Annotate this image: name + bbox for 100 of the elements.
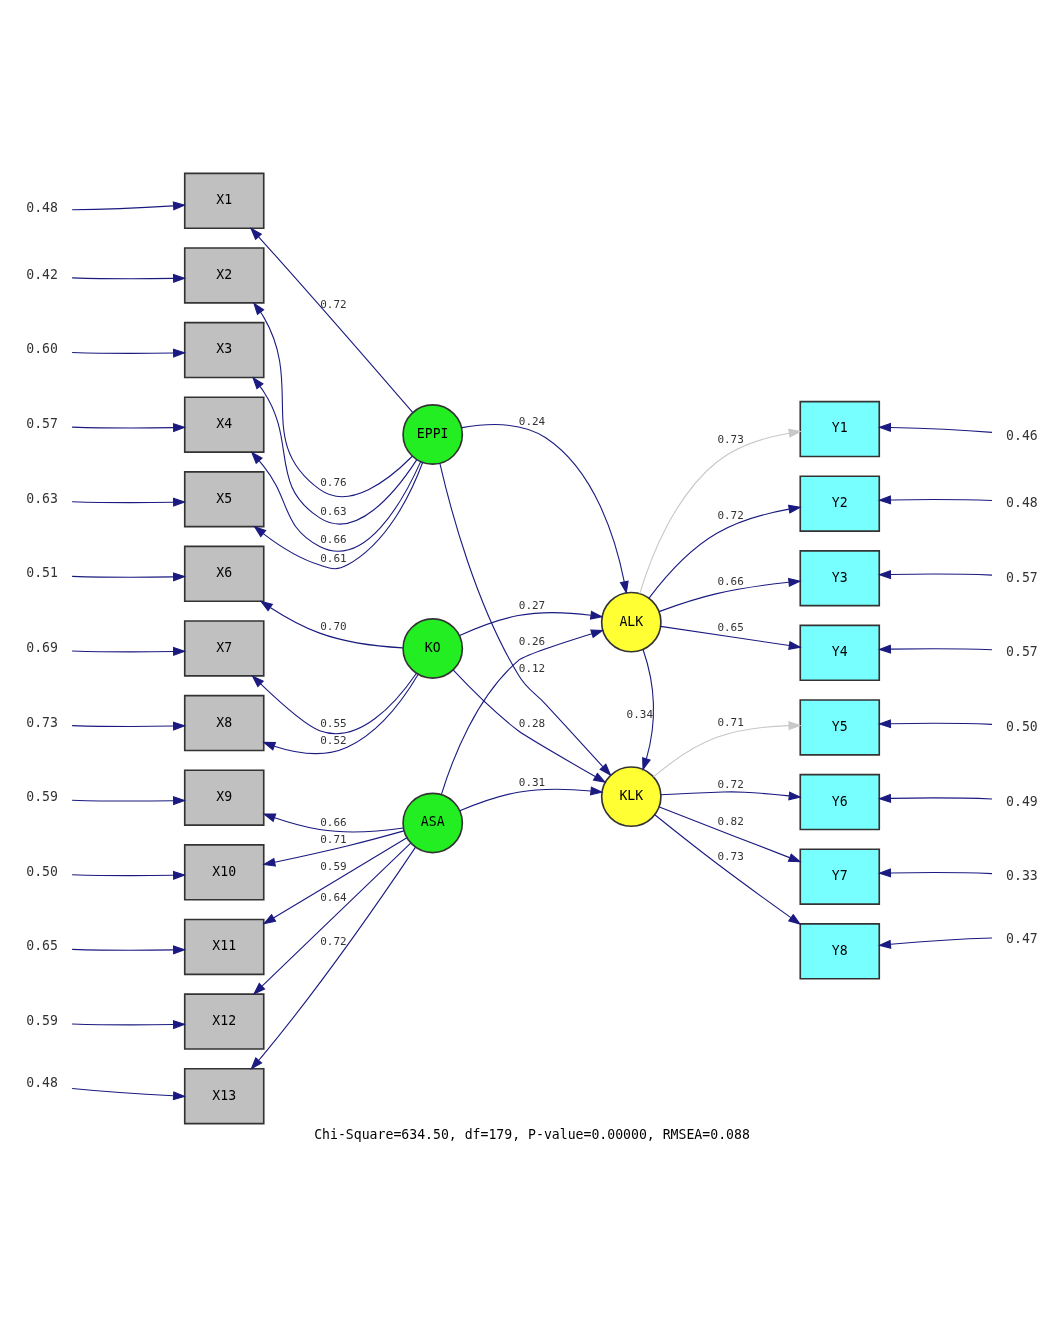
arrow: [877, 868, 993, 878]
arrow: [658, 577, 802, 613]
edge-label: 0.70: [320, 619, 347, 633]
edge-label: 0.26: [518, 635, 546, 649]
edge-label: 0.72: [320, 934, 347, 948]
arrow: [439, 463, 612, 777]
arrow: [71, 572, 187, 582]
edge-label: 0.63: [320, 504, 347, 518]
edge-label: 0.59: [320, 860, 347, 874]
arrow: [461, 424, 629, 595]
edge-label: 0.52: [320, 733, 347, 747]
arrow: [71, 201, 187, 211]
node-box: X7: [183, 620, 265, 677]
node-box: X8: [183, 694, 265, 752]
arrow: [877, 495, 993, 505]
node-box: Y4: [799, 624, 881, 682]
arrow: [252, 301, 413, 498]
node-box: X3: [183, 321, 265, 379]
arrow: [660, 791, 802, 801]
arrow: [648, 504, 802, 599]
arrow: [642, 648, 655, 771]
edge-label: 0.57: [1006, 644, 1038, 660]
arrow: [877, 793, 993, 803]
arrow: [262, 674, 419, 755]
edge-label: 0.47: [1006, 930, 1038, 946]
node-circle: KO: [402, 618, 464, 679]
edge-label: 0.34: [626, 708, 654, 722]
edge-label: 0.46: [1006, 428, 1038, 444]
arrow: [652, 721, 802, 778]
node-box: Y5: [799, 699, 881, 756]
edge-label: 0.73: [26, 714, 58, 730]
edge-label: 0.59: [26, 1012, 58, 1028]
node-box: X11: [183, 918, 265, 976]
node-box: Y6: [799, 773, 881, 831]
arrow: [459, 610, 604, 637]
edge-label: 0.61: [320, 551, 347, 565]
edge-label: 0.71: [320, 832, 347, 846]
arrow: [877, 937, 993, 949]
arrow: [252, 376, 418, 525]
arrow: [452, 669, 607, 784]
arrow: [71, 1019, 187, 1030]
arrow: [262, 837, 408, 925]
arrow: [262, 830, 405, 867]
arrow: [259, 600, 404, 649]
arrow: [71, 646, 187, 657]
edge-label: 0.66: [320, 816, 347, 830]
node-circle: EPPI: [402, 404, 464, 465]
edge-label: 0.72: [717, 777, 744, 791]
arrow: [71, 796, 187, 806]
arrow: [71, 1087, 187, 1101]
edge-label: 0.42: [26, 266, 58, 282]
arrow: [877, 719, 993, 729]
node-box: X10: [183, 844, 265, 901]
arrow: [71, 945, 187, 955]
node-box: X6: [183, 545, 265, 603]
edge-label: 0.73: [717, 850, 744, 864]
edge-label: 0.64: [320, 890, 347, 904]
edge-label: 0.33: [1006, 868, 1038, 884]
edge-label: 0.82: [717, 815, 744, 829]
arrow: [249, 227, 414, 414]
edge-label: 0.24: [518, 414, 546, 428]
node-box: Y8: [799, 923, 881, 980]
edge-label: 0.51: [26, 565, 58, 581]
arrow: [71, 273, 187, 284]
arrow: [658, 806, 802, 863]
edge-label: 0.72: [717, 509, 744, 523]
edge-label: 0.50: [1006, 718, 1038, 734]
arrow: [660, 625, 802, 650]
arrow: [639, 428, 802, 595]
arrow: [262, 813, 404, 833]
edge-label: 0.48: [1006, 495, 1038, 511]
edge-label: 0.66: [717, 574, 744, 588]
arrow: [71, 348, 187, 358]
node-circle: ASA: [402, 792, 464, 854]
node-circle: ALK: [600, 591, 662, 653]
node-box: Y7: [799, 848, 881, 905]
arrow: [252, 842, 412, 996]
arrow: [71, 423, 187, 433]
node-box: X5: [183, 471, 265, 528]
node-box: Y2: [799, 475, 881, 532]
node-box: Y3: [799, 550, 881, 607]
edge-label: 0.76: [320, 476, 347, 490]
edge-label: 0.59: [26, 789, 58, 805]
arrow: [459, 786, 604, 812]
arrow: [251, 672, 417, 735]
arrow: [877, 569, 993, 580]
arrow: [253, 461, 424, 570]
edge-label: 0.48: [26, 199, 58, 215]
arrow: [250, 846, 416, 1070]
edge-label: 0.71: [717, 716, 744, 730]
edge-label: 0.57: [26, 416, 58, 432]
node-box: X9: [183, 769, 265, 826]
edge-label: 0.65: [717, 620, 744, 634]
node-box: X4: [183, 396, 265, 453]
arrow: [877, 422, 993, 433]
edge-label: 0.12: [518, 661, 546, 675]
arrow: [71, 497, 187, 507]
node-box: X12: [183, 993, 265, 1050]
edge-label: 0.66: [320, 533, 347, 547]
edge-label: 0.72: [320, 298, 347, 312]
